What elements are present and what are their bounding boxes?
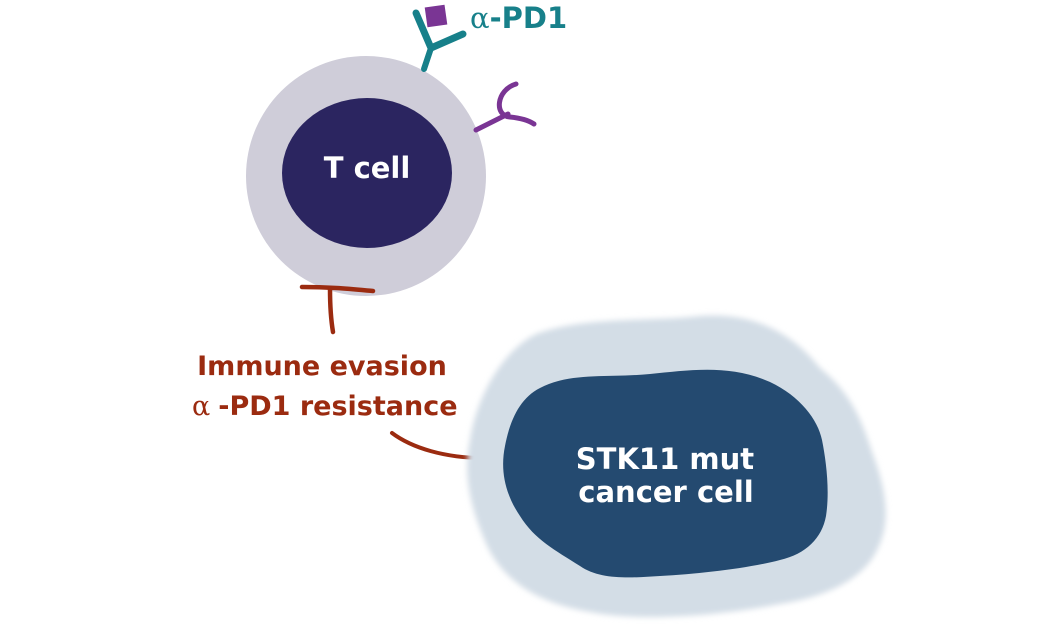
antibody-arms — [412, 9, 467, 52]
inhibition-stem — [327, 286, 336, 335]
cancer-cell: STK11 mut cancer cell — [467, 315, 886, 618]
inhibition-t-bar-icon — [299, 284, 376, 335]
resistance-label-greek: α — [192, 391, 210, 422]
cancer-cell-label: STK11 mut cancer cell — [576, 442, 764, 509]
antibody-label-text: -PD1 — [490, 1, 568, 35]
cancer-cell-label-line2: cancer cell — [578, 475, 753, 509]
receptor-cup — [497, 81, 537, 127]
pd1-receptor-icon — [473, 81, 537, 133]
antibody-label: α-PD1 — [470, 1, 567, 35]
antigen-square-icon — [424, 4, 448, 28]
t-cell: T cell — [246, 56, 486, 296]
antibody-stem — [421, 45, 434, 72]
resistance-label-text: -PD1 resistance — [218, 391, 457, 422]
inhibition-bar — [299, 284, 376, 294]
t-cell-label: T cell — [324, 151, 411, 185]
antibody-icon — [412, 4, 467, 72]
cancer-cell-label-line1: STK11 mut — [576, 442, 754, 476]
immune-evasion-label: Immune evasion — [197, 351, 447, 382]
antibody-label-greek: α — [470, 1, 490, 35]
cancer-cell-nucleus — [503, 369, 828, 578]
resistance-label: α -PD1 resistance — [192, 391, 458, 422]
t-cell-nucleus — [282, 98, 452, 248]
